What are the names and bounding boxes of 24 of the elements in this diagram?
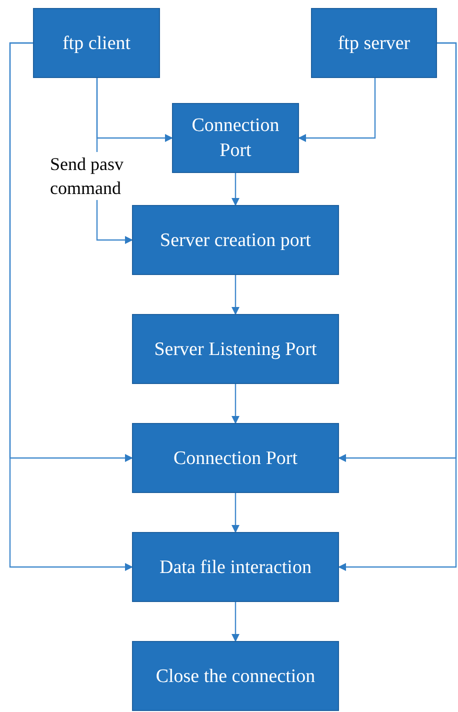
arrow <box>232 602 240 642</box>
arrow <box>232 493 240 533</box>
box-label: Connection Port <box>190 114 280 163</box>
box-label: Server Listening Port <box>154 338 317 362</box>
box-label: Close the connection <box>156 664 316 688</box>
arrow <box>232 384 240 424</box>
process-box <box>132 423 339 493</box>
arrow <box>338 42 457 571</box>
process-box <box>132 641 339 711</box>
arrow <box>232 275 240 315</box>
process-box <box>132 532 339 602</box>
process-box <box>33 8 160 78</box>
box-label: Server creation port <box>160 228 311 252</box>
arrow <box>9 42 133 571</box>
box-label: ftp server <box>338 32 410 56</box>
process-box <box>172 103 299 173</box>
arrow <box>298 78 376 142</box>
process-box <box>311 8 437 78</box>
arrow <box>232 173 240 206</box>
box-label: ftp client <box>62 32 131 56</box>
box-label: Connection Port <box>173 446 298 470</box>
box-label: Data file interaction <box>160 556 312 580</box>
process-box <box>132 205 339 275</box>
process-box <box>132 314 339 384</box>
